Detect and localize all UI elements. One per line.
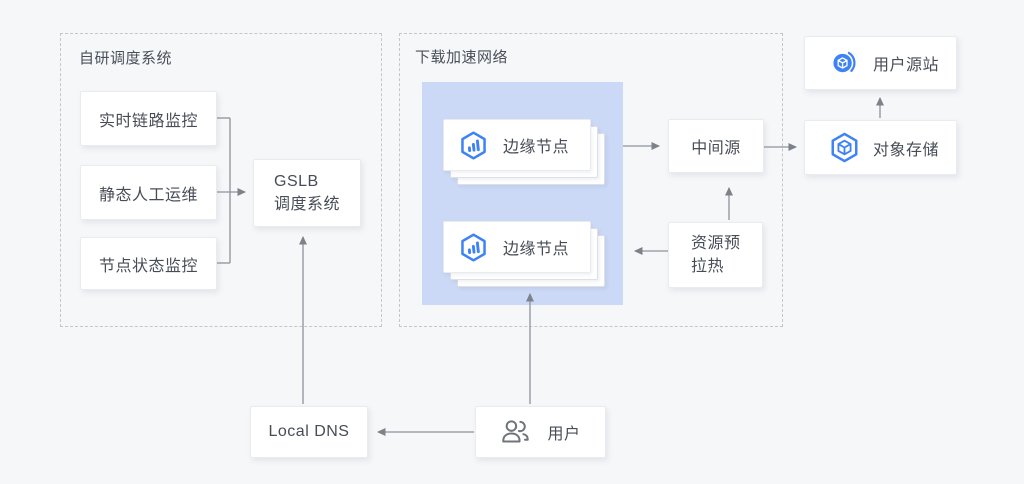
node-label: 节点状态监控 xyxy=(98,257,198,275)
gslb-line2: 调度系统 xyxy=(274,196,341,213)
node-user: 用户 xyxy=(475,406,606,458)
prewarm-line1: 资源预 xyxy=(691,235,741,252)
node-label: 中间源 xyxy=(691,140,741,157)
node-status-monitor: 节点状态监控 xyxy=(80,237,217,290)
node-object-storage: 对象存储 xyxy=(804,120,957,175)
node-label: 对象存储 xyxy=(873,141,940,159)
gslb-line1: GSLB xyxy=(274,173,319,190)
edge-node-label: 边缘节点 xyxy=(503,139,570,156)
prewarm-line2: 拉热 xyxy=(691,258,725,275)
node-label: 静态人工运维 xyxy=(98,186,198,204)
user-origin-icon xyxy=(833,51,856,73)
panel-download-network: 下载加速网络 xyxy=(399,33,783,327)
node-static-manual-ops: 静态人工运维 xyxy=(80,165,217,220)
edge-node-icon xyxy=(461,130,486,160)
user-icon xyxy=(502,420,530,443)
node-label: 实时链路监控 xyxy=(98,112,198,130)
node-user-origin: 用户源站 xyxy=(804,36,957,90)
node-label: 用户源站 xyxy=(873,57,940,74)
edge-node-label: 边缘节点 xyxy=(503,241,570,258)
node-realtime-link-monitor: 实时链路监控 xyxy=(80,91,217,146)
node-edge-top: 边缘节点 xyxy=(443,119,605,185)
node-edge-bottom: 边缘节点 xyxy=(443,221,605,287)
node-label: 用户 xyxy=(547,426,581,443)
edge-node-icon xyxy=(461,232,486,262)
panel-network-title: 下载加速网络 xyxy=(415,49,509,66)
node-gslb-system: GSLB 调度系统 xyxy=(253,159,361,227)
node-local-dns: Local DNS xyxy=(250,406,368,458)
object-storage-icon xyxy=(831,132,858,163)
panel-scheduling-system: 自研调度系统 xyxy=(60,33,382,327)
node-mid-source: 中间源 xyxy=(668,119,764,173)
panel-scheduling-title: 自研调度系统 xyxy=(79,50,173,67)
node-label: Local DNS xyxy=(268,423,350,440)
node-prewarm: 资源预 拉热 xyxy=(668,222,763,288)
